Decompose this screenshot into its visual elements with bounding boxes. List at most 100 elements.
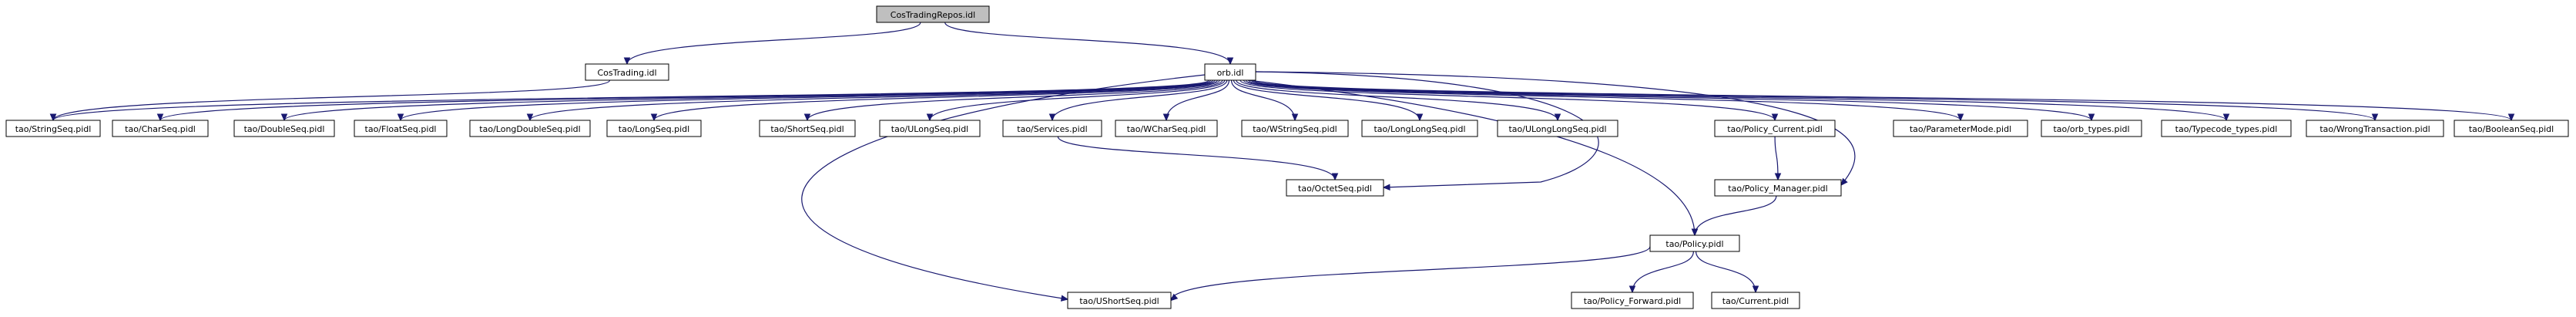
node-label: tao/WStringSeq.pidl — [1253, 124, 1337, 134]
arrowhead-orb-to-wstringseq — [1291, 113, 1299, 122]
edge-policy-to-ushortseq — [1170, 246, 1651, 301]
edge-orb-to-charseq — [159, 79, 1212, 121]
node-shortseq[interactable]: tao/ShortSeq.pidl — [759, 120, 856, 137]
node-label: tao/Policy_Current.pidl — [1727, 124, 1823, 134]
node-box[interactable] — [876, 5, 990, 23]
edge-orb-to-policy — [1247, 79, 1696, 236]
node-orbtypes[interactable]: tao/orb_types.pidl — [2041, 120, 2142, 137]
node-box[interactable] — [5, 120, 101, 137]
node-policyforward[interactable]: tao/Policy_Forward.pidl — [1571, 292, 1694, 309]
node-longdoubleseq[interactable]: tao/LongDoubleSeq.pidl — [469, 120, 591, 137]
node-policy[interactable]: tao/Policy.pidl — [1649, 234, 1740, 252]
node-label: CosTradingRepos.idl — [891, 10, 975, 20]
node-box[interactable] — [1361, 120, 1478, 137]
node-box[interactable] — [585, 63, 669, 81]
node-stringseq[interactable]: tao/StringSeq.pidl — [5, 120, 101, 137]
arrowhead-policy-to-ushortseq — [1170, 293, 1179, 302]
node-box[interactable] — [1115, 120, 1218, 137]
node-box[interactable] — [354, 120, 448, 137]
arrowhead-orb-to-wcharseq — [1162, 113, 1170, 122]
arrowhead-orb-to-stringseq — [49, 113, 57, 122]
node-box[interactable] — [1497, 120, 1618, 137]
node-label: tao/CharSeq.pidl — [125, 124, 196, 134]
node-ushortseq[interactable]: tao/UShortSeq.pidl — [1067, 292, 1172, 309]
node-box[interactable] — [1241, 120, 1349, 137]
node-label: tao/ShortSeq.pidl — [770, 124, 844, 134]
node-box[interactable] — [2454, 120, 2569, 137]
node-box[interactable] — [1893, 120, 2028, 137]
node-charseq[interactable]: tao/CharSeq.pidl — [112, 120, 209, 137]
arrowhead-orb-to-typecodetypes — [2222, 113, 2230, 122]
arrowhead-orb-to-shortseq — [803, 113, 811, 122]
node-label: tao/ParameterMode.pidl — [1910, 124, 2011, 134]
node-typecodetypes[interactable]: tao/Typecode_types.pidl — [2161, 120, 2292, 137]
arrowhead-orb-to-octetseq — [1382, 184, 1390, 191]
node-label: tao/BooleanSeq.pidl — [2469, 124, 2554, 134]
node-wcharseq[interactable]: tao/WCharSeq.pidl — [1115, 120, 1218, 137]
arrowhead-policy-to-current — [1752, 285, 1759, 294]
node-costrading[interactable]: CosTrading.idl — [585, 63, 669, 81]
arrowhead-orb-to-ulongseq — [926, 113, 934, 122]
node-box[interactable] — [606, 120, 702, 137]
edge-orb-to-services — [1052, 79, 1228, 121]
edges-layer — [49, 22, 2515, 302]
node-wrongtransaction[interactable]: tao/WrongTransaction.pidl — [2306, 120, 2444, 137]
node-services[interactable]: tao/Services.pidl — [1002, 120, 1102, 137]
node-doubleseq[interactable]: tao/DoubleSeq.pidl — [233, 120, 335, 137]
edge-orb-to-shortseq — [807, 79, 1223, 121]
node-box[interactable] — [1649, 234, 1740, 252]
edge-orb-to-longdoubleseq — [529, 79, 1218, 121]
node-box[interactable] — [469, 120, 591, 137]
arrowhead-orb-to-longdoubleseq — [526, 113, 534, 122]
node-label: tao/Current.pidl — [1722, 296, 1789, 306]
node-box[interactable] — [2161, 120, 2292, 137]
edge-root-to-costrading — [626, 22, 921, 65]
node-box[interactable] — [879, 120, 981, 137]
arrowhead-policycurrent-to-policymanager — [1774, 173, 1782, 181]
node-orb[interactable]: orb.idl — [1204, 63, 1256, 81]
node-box[interactable] — [2306, 120, 2444, 137]
node-box[interactable] — [2041, 120, 2142, 137]
arrowhead-orb-to-doubleseq — [280, 113, 288, 122]
node-box[interactable] — [112, 120, 209, 137]
node-ulongseq[interactable]: tao/ULongSeq.pidl — [879, 120, 981, 137]
node-label: tao/UShortSeq.pidl — [1079, 296, 1159, 306]
node-box[interactable] — [1204, 63, 1256, 81]
node-box[interactable] — [1714, 120, 1836, 137]
node-box[interactable] — [1714, 179, 1842, 197]
node-octetseq[interactable]: tao/OctetSeq.pidl — [1286, 179, 1384, 197]
node-ulonglongseq[interactable]: tao/ULongLongSeq.pidl — [1497, 120, 1618, 137]
node-policymanager[interactable]: tao/Policy_Manager.pidl — [1714, 179, 1842, 197]
edge-policymanager-to-policy — [1694, 195, 1777, 236]
arrowhead-root-to-costrading — [623, 57, 631, 66]
edge-policy-to-current — [1695, 251, 1756, 293]
node-label: tao/OctetSeq.pidl — [1298, 184, 1372, 194]
node-booleanseq[interactable]: tao/BooleanSeq.pidl — [2454, 120, 2569, 137]
node-parametermode[interactable]: tao/ParameterMode.pidl — [1893, 120, 2028, 137]
node-box[interactable] — [1711, 292, 1800, 309]
node-current[interactable]: tao/Current.pidl — [1711, 292, 1800, 309]
node-box[interactable] — [1571, 292, 1694, 309]
edge-orb-to-floatseq — [400, 79, 1216, 121]
edge-services-to-octetseq — [1057, 136, 1336, 180]
node-longlongseq[interactable]: tao/LongLongSeq.pidl — [1361, 120, 1478, 137]
node-longseq[interactable]: tao/LongSeq.pidl — [606, 120, 702, 137]
node-box[interactable] — [1002, 120, 1102, 137]
edge-root-to-orb — [944, 22, 1231, 65]
node-box[interactable] — [233, 120, 335, 137]
arrowhead-services-to-octetseq — [1331, 173, 1339, 181]
node-label: tao/LongDoubleSeq.pidl — [479, 124, 580, 134]
node-wstringseq[interactable]: tao/WStringSeq.pidl — [1241, 120, 1349, 137]
node-root[interactable]: CosTradingRepos.idl — [876, 5, 990, 23]
arrowhead-orb-to-wrongtransaction — [2371, 113, 2379, 122]
node-floatseq[interactable]: tao/FloatSeq.pidl — [354, 120, 448, 137]
node-box[interactable] — [759, 120, 856, 137]
edge-orb-to-policycurrent — [1239, 79, 1776, 121]
node-box[interactable] — [1067, 292, 1172, 309]
edge-policy-to-policyforward — [1632, 251, 1694, 293]
node-label: tao/WCharSeq.pidl — [1127, 124, 1206, 134]
arrowhead-policy-to-policyforward — [1628, 285, 1636, 294]
node-box[interactable] — [1286, 179, 1384, 197]
node-policycurrent[interactable]: tao/Policy_Current.pidl — [1714, 120, 1836, 137]
